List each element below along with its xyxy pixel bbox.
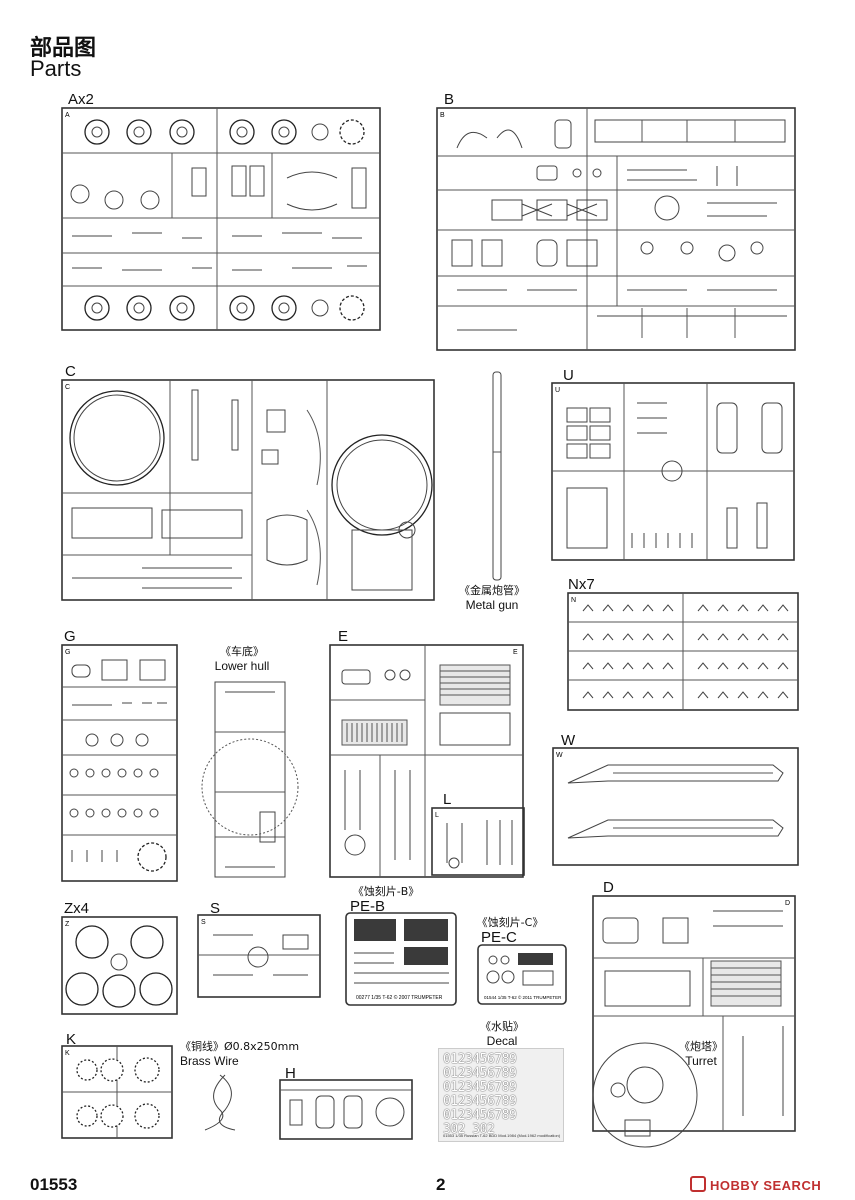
- sprue-n: N: [567, 592, 799, 711]
- sprue-e: E: [329, 644, 524, 878]
- svg-text:S: S: [201, 919, 206, 926]
- lower-hull-caption: 《车底》Lower hull: [214, 645, 270, 673]
- metal-gun-barrel: [492, 371, 502, 581]
- metal-gun-caption: 《金属炮管》Metal gun: [459, 584, 525, 612]
- sprue-g: G: [61, 644, 178, 882]
- decal-caption: 《水贴》Decal: [480, 1020, 524, 1048]
- sprue-label-l: L: [443, 791, 452, 808]
- decal-sheet: 0123456789 0123456789 0123456789 0123456…: [438, 1048, 564, 1142]
- sprue-label-pec: PE-C: [481, 929, 517, 946]
- hobby-search-logo-icon: [690, 1176, 706, 1192]
- sprue-w: W: [552, 747, 799, 866]
- page-title-en: Parts: [30, 56, 82, 81]
- sprue-label-e: E: [338, 628, 349, 645]
- svg-text:N: N: [571, 597, 576, 604]
- pe-b-marking: 00277 1/35 T-62 © 2007 TRUMPETER: [356, 994, 443, 1001]
- sprue-c: C: [61, 379, 435, 601]
- sprue-label-b: B: [444, 91, 455, 108]
- sprue-b: B: [436, 107, 796, 351]
- sprue-label-a: Ax2: [68, 91, 94, 108]
- sprue-label-z: Zx4: [64, 900, 90, 917]
- sprue-label-peb: PE-B: [350, 898, 386, 915]
- svg-text:A: A: [65, 112, 70, 119]
- sprue-d: D: [592, 895, 796, 1132]
- sprue-label-w: W: [561, 732, 576, 749]
- sprue-label-c: C: [65, 363, 76, 380]
- road-wheel-row-top: [84, 119, 365, 145]
- svg-text:B: B: [440, 112, 445, 119]
- sprue-label-g: G: [64, 628, 76, 645]
- sprue-z: Z: [61, 916, 178, 1015]
- sprue-label-u: U: [563, 367, 574, 384]
- page-title-cn: 部品图: [30, 36, 97, 61]
- sprue-label-d: D: [603, 879, 614, 896]
- svg-text:W: W: [556, 752, 563, 759]
- svg-text:C: C: [65, 384, 70, 391]
- svg-text:U: U: [555, 387, 560, 394]
- decal-row: 0123456789: [443, 1094, 517, 1109]
- product-code: 01553: [30, 1175, 78, 1194]
- page-number: 2: [436, 1175, 446, 1194]
- turret-caption: 《炮塔》Turret: [679, 1040, 723, 1068]
- svg-text:K: K: [65, 1050, 70, 1057]
- sprue-label-k: K: [66, 1031, 77, 1048]
- svg-text:Z: Z: [65, 921, 70, 928]
- decal-row: 0123456789: [443, 1066, 517, 1081]
- sprue-label-h: H: [285, 1065, 296, 1082]
- sprue-u: U: [551, 382, 795, 561]
- svg-text:E: E: [513, 649, 518, 656]
- svg-text:G: G: [65, 649, 70, 656]
- pe-b-caption: 《蚀刻片-B》: [352, 885, 420, 898]
- turret: [592, 1042, 698, 1148]
- watermark: HOBBY SEARCH: [690, 1176, 821, 1193]
- decal-row: 0123456789: [443, 1052, 517, 1067]
- pe-c-caption: 《蚀刻片-C》: [476, 916, 544, 929]
- sprue-l: L: [431, 807, 525, 876]
- svg-text:D: D: [785, 900, 790, 907]
- decal-sheet-caption: 01553 1/35 Russian T-62 BDD Mod.1984 (Mo…: [443, 1133, 561, 1138]
- sprue-label-n: Nx7: [568, 576, 595, 593]
- sprue-a: A: [61, 107, 381, 331]
- photo-etch-c: 01544 1/35 T-62 © 2011 TRUMPETER: [477, 944, 567, 1005]
- pe-c-marking: 01544 1/35 T-62 © 2011 TRUMPETER: [484, 994, 562, 1000]
- sprue-s: S: [197, 914, 321, 998]
- svg-text:L: L: [435, 812, 439, 819]
- sprue-k: K: [61, 1045, 173, 1139]
- photo-etch-b: 00277 1/35 T-62 © 2007 TRUMPETER: [345, 912, 457, 1006]
- decal-row: 0123456789: [443, 1108, 517, 1123]
- lower-hull: [201, 681, 299, 878]
- decal-row: 0123456789: [443, 1080, 517, 1095]
- decal-row-bottom: 302 302: [443, 1122, 495, 1137]
- brass-wire: [204, 1074, 236, 1131]
- sprue-h: [279, 1079, 413, 1140]
- sprue-label-s: S: [210, 900, 221, 917]
